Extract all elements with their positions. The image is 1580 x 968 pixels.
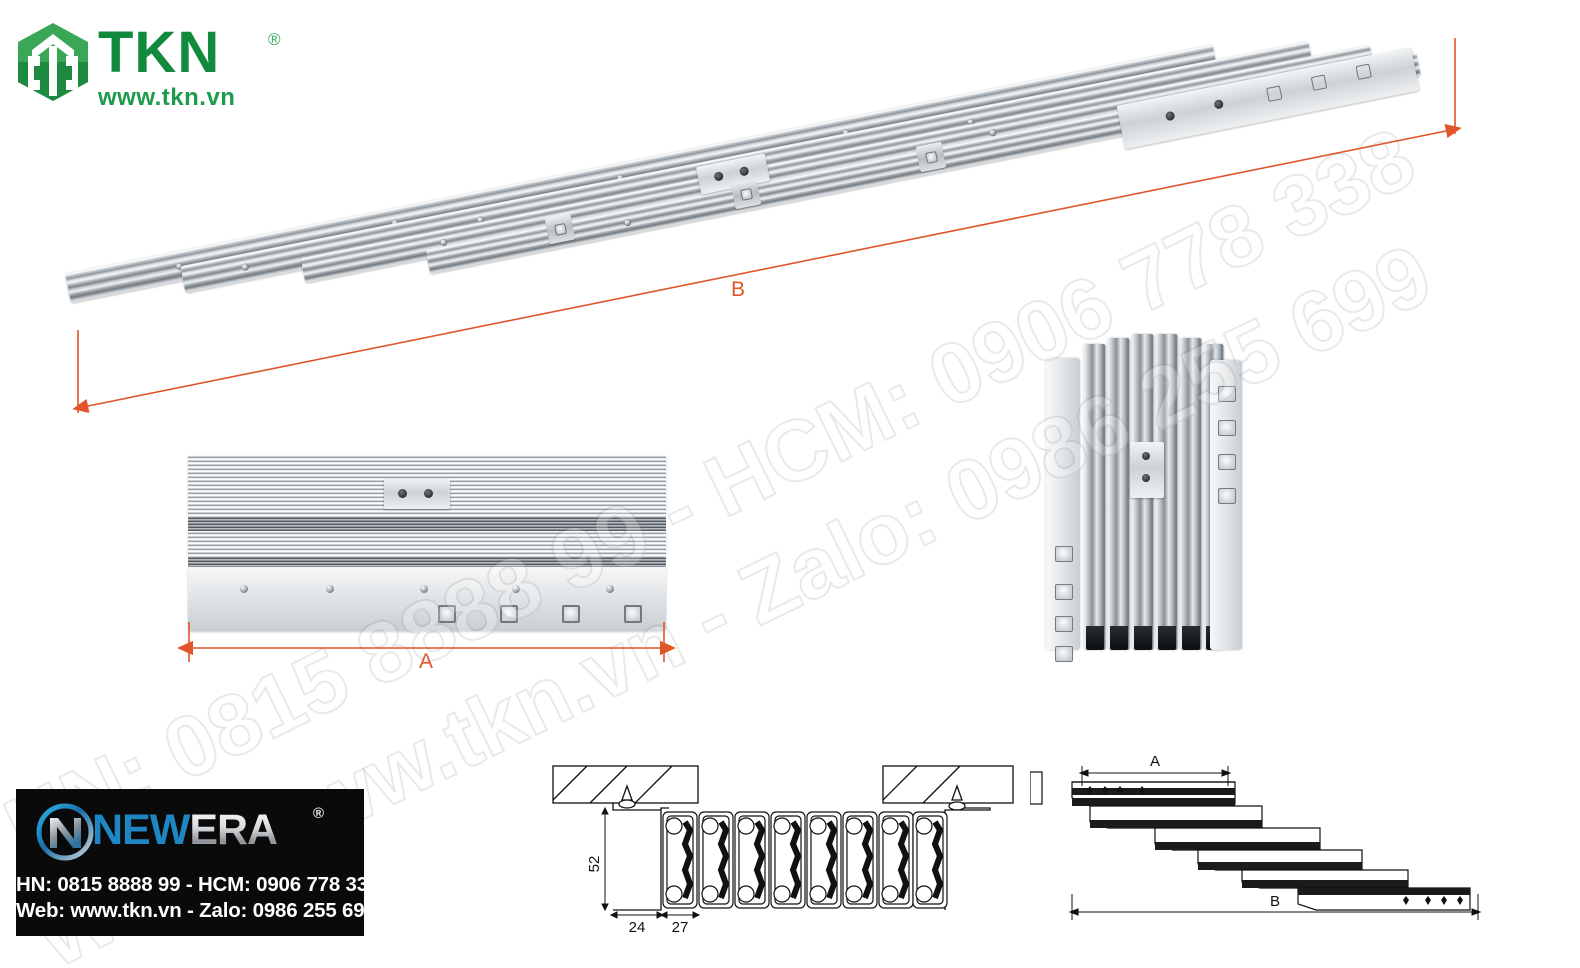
stack-rail [1180,338,1202,650]
newera-circle-icon [36,803,94,861]
rail-shadow-groove-2 [188,557,666,567]
dimension-text-a: A [1150,753,1160,770]
rail-mounting-face [188,567,666,631]
product-photo-front-closed [188,455,666,635]
dimension-text-width-1: 24 [629,919,646,936]
tkn-wordmark: TKN [98,20,221,85]
newera-word-new: NEW [92,806,190,854]
technical-drawing-extension: A B [1030,753,1482,920]
dimension-label-a: A [419,650,434,673]
stack-side-rail-right [1210,360,1242,650]
tkn-hexagon-icon [18,23,88,101]
newera-wordmark: NEWERA [92,806,278,854]
tkn-website-url: www.tkn.vn [98,84,236,111]
dimension-text-width-2: 27 [672,919,689,936]
contact-web-line: Web: www.tkn.vn - Zalo: 0986 255 699 [16,899,364,922]
dimension-text-height: 52 [586,856,603,873]
locking-tab [544,213,576,245]
registered-mark-icon: ® [313,805,325,822]
rail-ribbed-mid [188,531,666,557]
mounting-plate-front [384,479,450,509]
tkn-logo: TKN ® www.tkn.vn [16,22,281,114]
newera-logo: NEWERA ® [30,795,350,869]
newera-contact-card: NEWERA ® HN: 0815 8888 99 - HCM: 0906 77… [16,789,364,936]
dimension-label-b: B [731,278,746,301]
technical-drawing-cross-section: 52 24 27 [552,765,1014,936]
contact-phone-line: HN: 0815 8888 99 - HCM: 0906 778 338 [16,873,364,896]
dimension-text-b: B [1270,893,1280,910]
locking-tab [730,178,762,210]
newera-word-era: ERA [189,806,278,854]
stack-rail [1108,338,1130,650]
locking-tab [915,141,947,173]
registered-mark-icon: ® [268,30,281,49]
stack-side-rail-left [1046,358,1080,662]
tkn-wordmark-group: TKN ® www.tkn.vn [98,24,281,112]
rail-shadow-groove [188,517,666,531]
mounting-plate-stack [1130,442,1164,498]
stack-rail [1084,344,1106,650]
product-photo-stacked-section [1046,330,1242,662]
